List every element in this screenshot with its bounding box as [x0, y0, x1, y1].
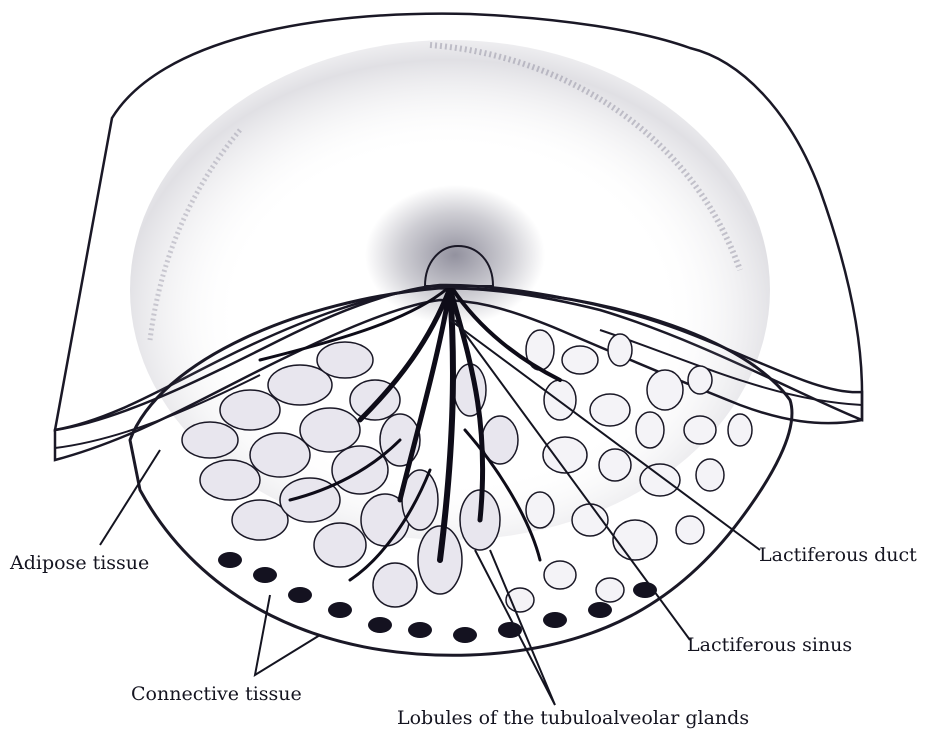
label-lactiferous-sinus: Lactiferous sinus: [687, 634, 852, 656]
connective-leader: [255, 595, 320, 675]
label-lactiferous-duct: Lactiferous duct: [759, 544, 917, 566]
adipose-leader: [100, 450, 160, 545]
lobules-leader: [475, 550, 555, 705]
label-connective-tissue: Connective tissue: [131, 683, 302, 705]
label-lobules: Lobules of the tubuloalveolar glands: [397, 707, 749, 729]
label-adipose-tissue: Adipose tissue: [9, 552, 149, 574]
